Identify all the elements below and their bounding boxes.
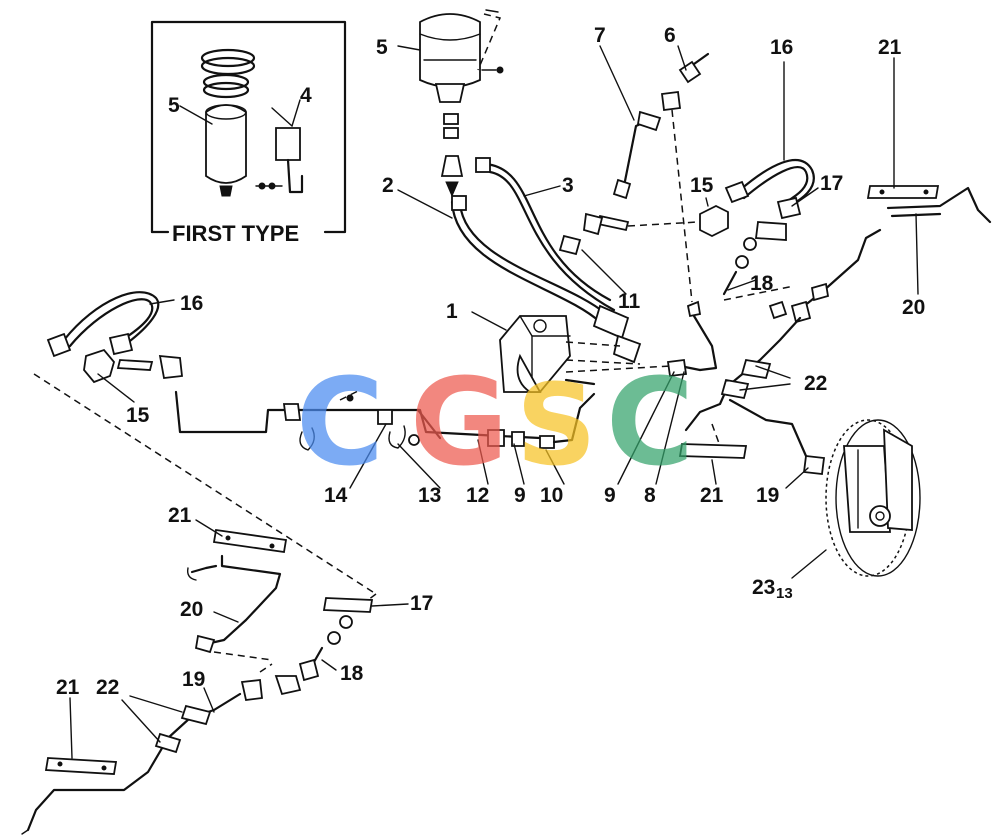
- callout-17-left: 17: [410, 592, 433, 615]
- callout-22-left: 22: [96, 676, 119, 699]
- callout-17-right: 17: [820, 172, 843, 195]
- dashed-leader: [33, 373, 377, 595]
- callout-18-left: 18: [340, 662, 364, 685]
- first-type-inset: FIRST TYPE: [150, 20, 347, 246]
- line-7: [612, 52, 710, 303]
- callout-20-right: 20: [902, 296, 925, 319]
- callout-16-right: 16: [770, 36, 793, 59]
- callout-18-right: 18: [750, 272, 774, 295]
- callout-20-left: 20: [180, 598, 203, 621]
- line-8-right: [666, 300, 826, 475]
- callout-21-left-bottom: 21: [56, 676, 80, 699]
- callout-12: 12: [466, 484, 489, 507]
- callout-5-inset: 5: [168, 94, 180, 117]
- callout-16-left: 16: [180, 292, 203, 315]
- callout-22-right: 22: [804, 372, 827, 395]
- callout-2: 2: [382, 174, 394, 197]
- leader-lines: [69, 45, 919, 759]
- brake-disc: [825, 419, 921, 577]
- callout-13: 13: [418, 484, 441, 507]
- callout-23-subscript: 13: [776, 585, 793, 602]
- callout-21-left-top: 21: [168, 504, 192, 527]
- watermark-letter-3: S: [516, 361, 597, 491]
- callout-21-mid: 21: [700, 484, 724, 507]
- junction-right: [558, 204, 729, 256]
- watermark-letter-1: C: [296, 354, 384, 493]
- callout-15-left: 15: [126, 404, 150, 427]
- callout-8: 8: [644, 484, 656, 507]
- watermark-logo: C G S C: [296, 354, 694, 493]
- inset-title: FIRST TYPE: [172, 221, 299, 246]
- proportioning-valve: [499, 315, 671, 393]
- callout-23: 23: [752, 576, 775, 599]
- line-20-right: [790, 185, 992, 324]
- callout-5-main: 5: [376, 36, 388, 59]
- main-left-pipe: [174, 378, 596, 451]
- callout-labels: 5 5 4 7 6 16 21 2 3 15 17 18 11 20 16 1 …: [56, 24, 925, 699]
- callout-4: 4: [300, 84, 312, 107]
- hose-right: [722, 158, 815, 320]
- callout-7: 7: [594, 24, 606, 47]
- hoses-2-3: [450, 157, 642, 364]
- watermark-letter-4: C: [606, 354, 694, 493]
- callout-1: 1: [446, 300, 458, 323]
- callout-9-bottom: 9: [514, 484, 526, 507]
- callout-11: 11: [618, 290, 641, 313]
- callout-21-top: 21: [878, 36, 902, 59]
- hose-left: [46, 291, 183, 384]
- callout-10: 10: [540, 484, 563, 507]
- callout-9-mid: 9: [604, 484, 616, 507]
- watermark-letter-2: G: [410, 354, 509, 493]
- callout-19-left: 19: [182, 668, 205, 691]
- callout-3: 3: [562, 174, 574, 197]
- callout-19-right: 19: [756, 484, 779, 507]
- callout-6: 6: [664, 24, 676, 47]
- callout-15-right: 15: [690, 174, 714, 197]
- reservoir-main: [419, 9, 504, 198]
- callout-14: 14: [324, 484, 348, 507]
- lower-left-assembly: [21, 528, 374, 835]
